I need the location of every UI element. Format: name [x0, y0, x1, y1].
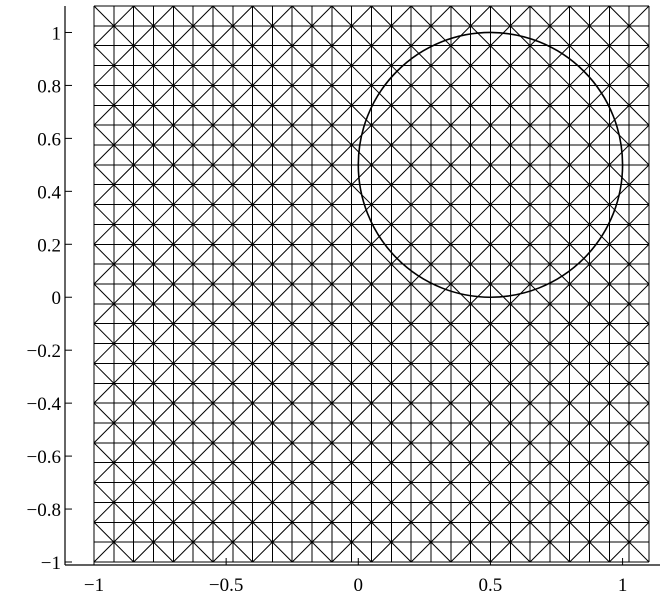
y-tick-label: 0.8	[37, 76, 61, 97]
circle-interface	[357, 31, 624, 299]
x-tick-label: −0.5	[209, 575, 243, 596]
y-tick-label: −1	[41, 553, 61, 574]
y-tick-label: 0.2	[37, 235, 61, 256]
y-tick-label: −0.2	[27, 341, 61, 362]
mesh-diagonals	[93, 5, 650, 563]
circle-curve	[357, 31, 624, 299]
y-tick-label: 0.4	[37, 182, 61, 203]
x-tick-label: −1	[84, 575, 104, 596]
y-tick-label: −0.6	[27, 447, 61, 468]
y-tick-label: 0	[52, 288, 62, 309]
y-tick-label: 1	[52, 23, 62, 44]
x-tick-label: 0.5	[479, 575, 503, 596]
x-axis-ticks: −1 −0.5 0 0.5 1	[84, 558, 627, 596]
y-tick-label: −0.8	[27, 500, 61, 521]
axes	[64, 6, 660, 566]
y-tick-label: −0.4	[27, 394, 62, 415]
x-tick-label: 0	[354, 575, 364, 596]
y-tick-label: 0.6	[37, 129, 61, 150]
x-tick-label: 1	[618, 575, 628, 596]
y-axis-ticks: −1 −0.8 −0.6 −0.4 −0.2 0 0.2 0.4 0.6 0.8 1	[27, 23, 72, 574]
triangular-mesh	[93, 5, 650, 563]
